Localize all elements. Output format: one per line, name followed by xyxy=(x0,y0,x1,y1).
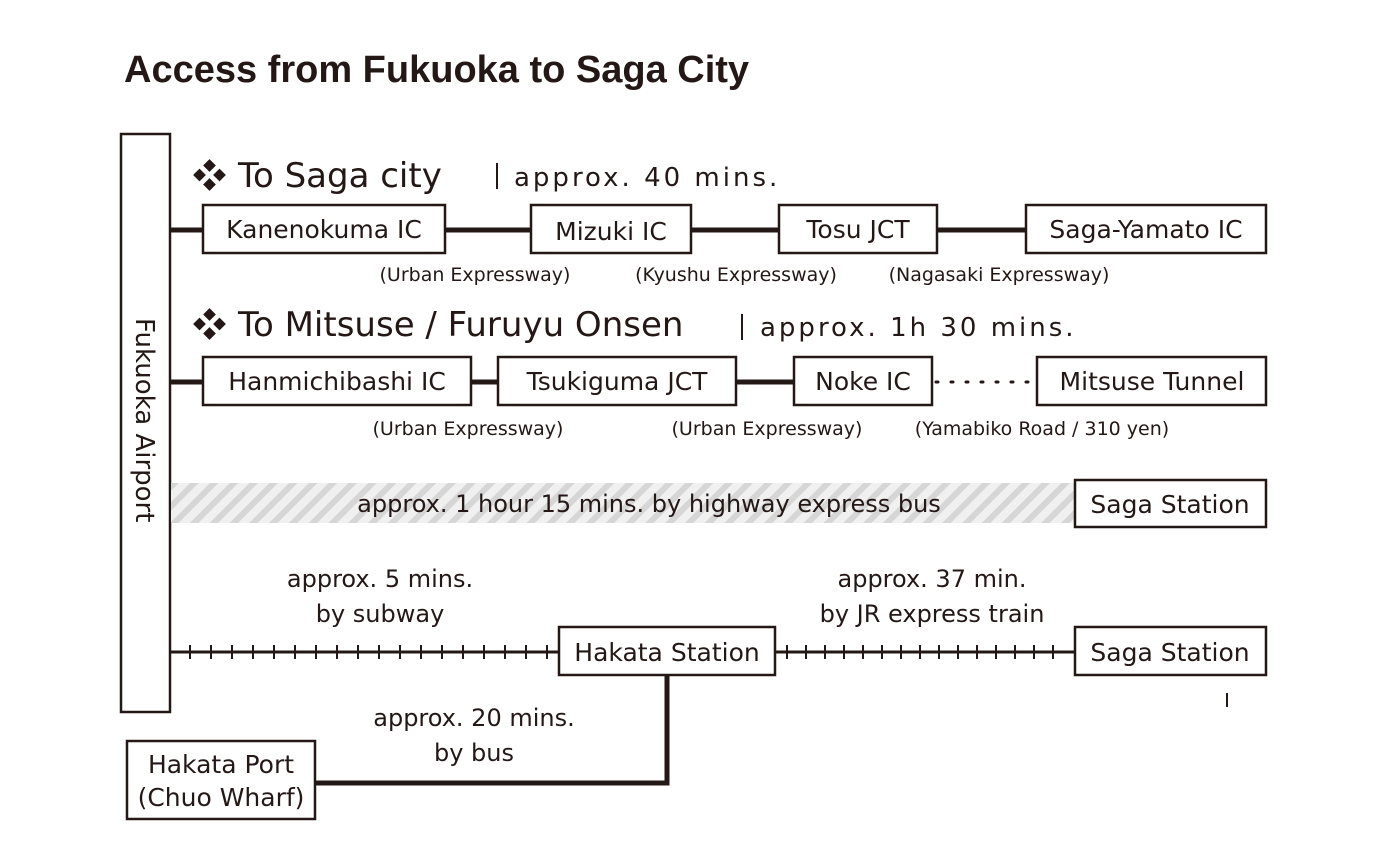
subway-note-line2: by subway xyxy=(316,600,445,628)
stop-box xyxy=(201,203,447,255)
airport-box xyxy=(119,132,172,714)
bus-route-band xyxy=(171,483,1075,523)
stop-label: Tsukiguma JCT xyxy=(526,367,709,396)
stop-label: Hanmichibashi IC xyxy=(228,367,446,396)
port-label-line1: Hakata Port xyxy=(148,750,294,779)
stop-box xyxy=(496,355,738,407)
page-title: Access from Fukuoka to Saga City xyxy=(124,49,749,91)
destination-label: Saga Station xyxy=(1090,638,1249,667)
port-bus-note-line1: approx. 20 mins. xyxy=(373,704,574,732)
route-saga-duration: approx. 40 mins. xyxy=(514,163,780,193)
stop-box xyxy=(201,355,473,407)
airport-label: Fukuoka Airport xyxy=(129,318,159,522)
destination-box xyxy=(1073,625,1268,677)
jr-note-line2: by JR express train xyxy=(820,600,1045,628)
road-label: (Kyushu Expressway) xyxy=(635,264,837,286)
stop-label: Kanenokuma IC xyxy=(226,215,422,244)
destination-label: Saga Station xyxy=(1090,490,1249,519)
route-saga-heading: To Saga city xyxy=(237,156,442,196)
road-label: (Urban Expressway) xyxy=(373,418,564,440)
road-label: (Urban Expressway) xyxy=(672,418,863,440)
stop-label: Noke IC xyxy=(815,367,911,396)
route-mitsuse-duration: approx. 1h 30 mins. xyxy=(760,313,1077,343)
port-bus-note-line2: by bus xyxy=(434,739,514,767)
stop-box xyxy=(792,355,934,407)
four-diamond-icon xyxy=(193,308,226,340)
four-diamond-icon xyxy=(193,159,226,191)
stop-label: Saga-Yamato IC xyxy=(1049,215,1242,244)
stop-box xyxy=(529,203,693,255)
rail-ties xyxy=(189,645,1054,659)
jr-note-line1: approx. 37 min. xyxy=(838,565,1027,593)
road-label: (Nagasaki Expressway) xyxy=(889,264,1110,286)
destination-box xyxy=(1073,478,1268,529)
stop-box xyxy=(1035,355,1268,407)
port-label-line2: (Chuo Wharf) xyxy=(138,783,305,812)
road-label: (Urban Expressway) xyxy=(380,264,571,286)
hub-label: Hakata Station xyxy=(574,638,759,667)
stop-label: Mizuki IC xyxy=(555,217,667,246)
bus-route-note: approx. 1 hour 15 mins. by highway expre… xyxy=(357,490,941,518)
road-label: (Yamabiko Road / 310 yen) xyxy=(915,418,1169,440)
subway-note-line1: approx. 5 mins. xyxy=(287,565,473,593)
route-mitsuse-heading: To Mitsuse / Furuyu Onsen xyxy=(237,305,683,345)
port-bus-line xyxy=(315,675,670,786)
stop-box xyxy=(777,203,939,255)
port-box xyxy=(125,739,317,821)
stop-label: Mitsuse Tunnel xyxy=(1060,367,1245,396)
stop-label: Tosu JCT xyxy=(805,215,910,244)
stop-box xyxy=(1024,203,1268,255)
